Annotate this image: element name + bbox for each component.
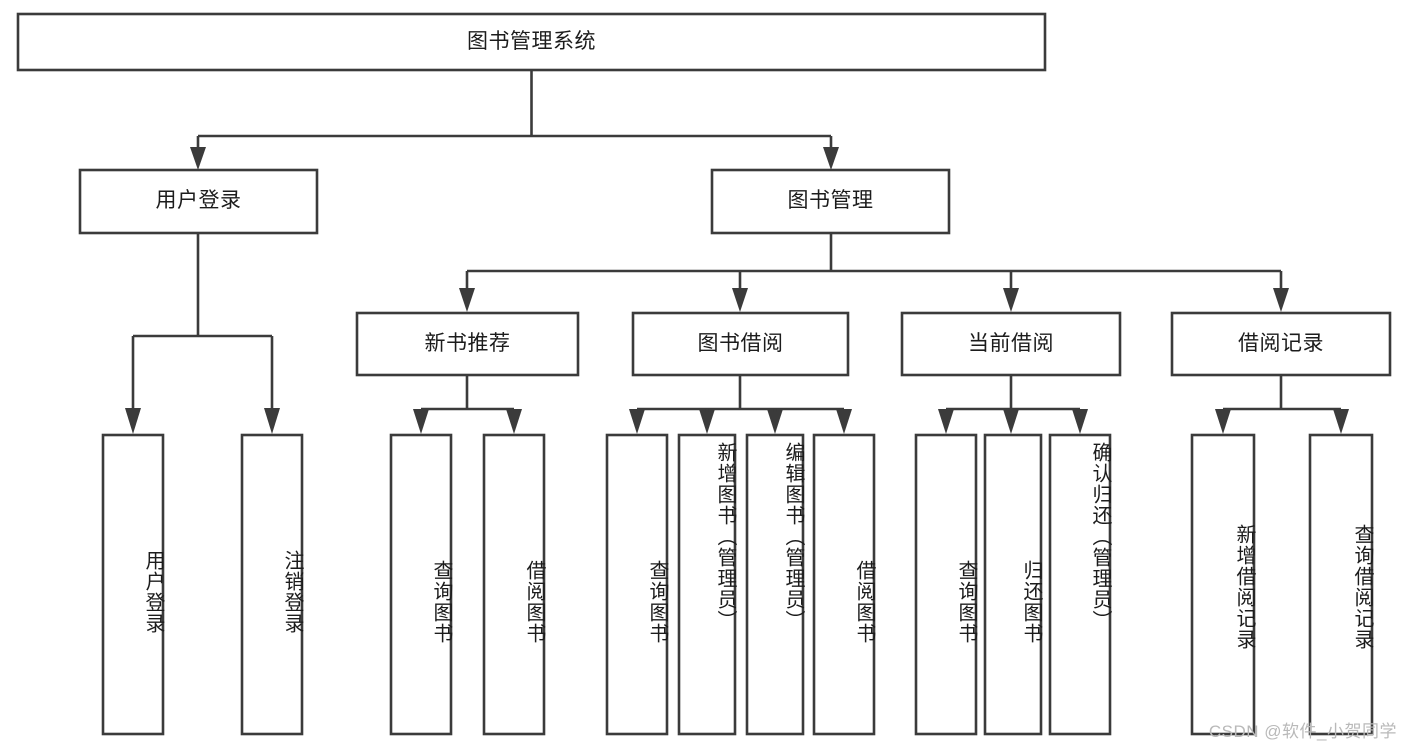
arrow-head-leaf-add-book	[699, 409, 715, 434]
node-box-leaf-return-book[interactable]	[983, 433, 1043, 736]
arrow-head-leaf-logout-login	[264, 408, 280, 434]
connector-layer	[125, 70, 1349, 434]
node-box-book-manage[interactable]	[710, 168, 951, 235]
arrow-head-leaf-edit-book	[767, 409, 783, 434]
arrow-head-leaf-confirm-return	[1072, 409, 1088, 434]
arrow-head-new-book-recommend	[459, 288, 475, 312]
node-box-leaf-query-book-1[interactable]	[389, 433, 453, 736]
node-box-leaf-query-book-2[interactable]	[605, 433, 669, 736]
node-box-leaf-query-book-3[interactable]	[914, 433, 978, 736]
node-box-leaf-query-record[interactable]	[1308, 433, 1374, 736]
arrow-head-leaf-query-book-3	[938, 409, 954, 434]
node-box-leaf-add-book[interactable]	[677, 433, 737, 736]
node-box-leaf-edit-book[interactable]	[745, 433, 805, 736]
node-box-current-borrow[interactable]	[900, 311, 1122, 377]
node-box-new-book-recommend[interactable]	[355, 311, 580, 377]
arrow-head-leaf-query-book-2	[629, 409, 645, 434]
node-box-borrow-record[interactable]	[1170, 311, 1392, 377]
arrow-head-user-login	[190, 147, 206, 170]
node-box-leaf-borrow-book-1[interactable]	[482, 433, 546, 736]
arrow-head-leaf-borrow-book-2	[836, 409, 852, 434]
node-box-user-login[interactable]	[78, 168, 319, 235]
arrow-head-leaf-return-book	[1003, 409, 1019, 434]
node-box-root[interactable]	[16, 12, 1047, 72]
arrow-head-leaf-borrow-book-1	[506, 409, 522, 434]
node-box-leaf-logout-login[interactable]	[240, 433, 304, 736]
arrow-head-borrow-record	[1273, 288, 1289, 312]
arrow-head-book-borrow	[732, 288, 748, 312]
node-box-leaf-borrow-book-2[interactable]	[812, 433, 876, 736]
arrow-head-leaf-query-book-1	[413, 409, 429, 434]
node-box-leaf-add-record[interactable]	[1190, 433, 1256, 736]
node-box-leaf-confirm-return[interactable]	[1048, 433, 1112, 736]
node-box-book-borrow[interactable]	[631, 311, 850, 377]
arrow-head-book-manage	[823, 147, 839, 170]
arrow-head-current-borrow	[1003, 288, 1019, 312]
node-box-layer	[16, 12, 1392, 736]
arrow-head-leaf-user-login	[125, 408, 141, 434]
node-box-leaf-user-login[interactable]	[101, 433, 165, 736]
arrow-head-leaf-add-record	[1215, 409, 1231, 434]
arrow-head-leaf-query-record	[1333, 409, 1349, 434]
